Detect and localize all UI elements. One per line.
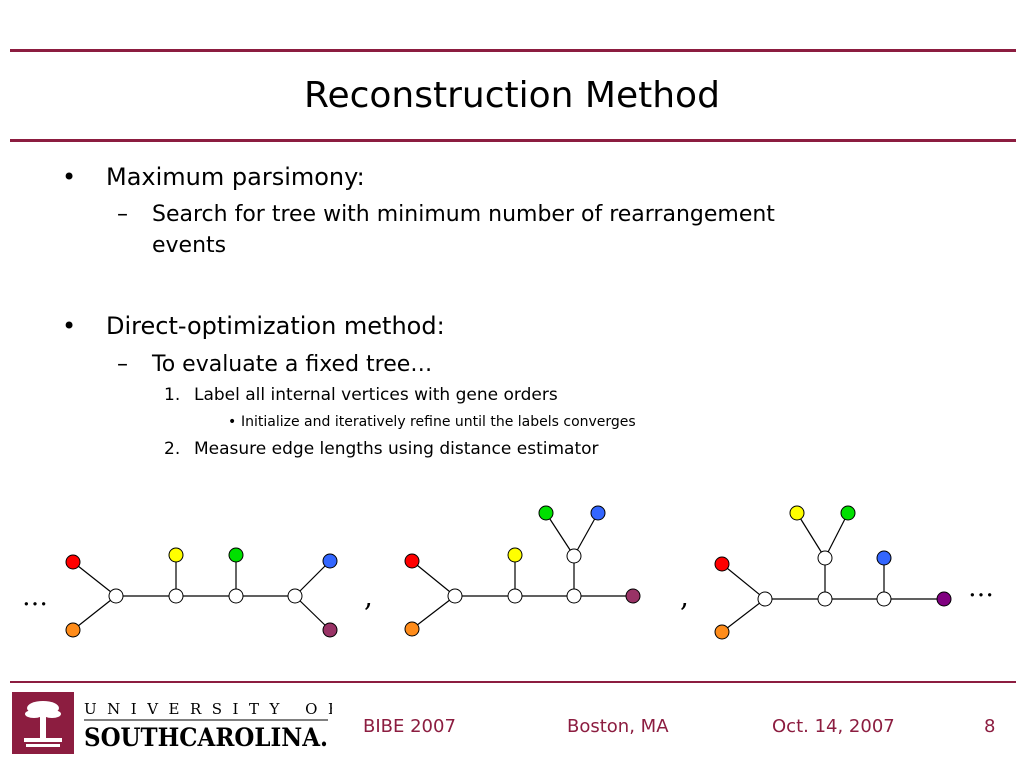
edge <box>721 598 766 633</box>
edge <box>824 512 849 559</box>
separator-comma-2: , <box>680 580 689 613</box>
step-measure-edges: Measure edge lengths using distance esti… <box>194 439 599 459</box>
title-rule <box>10 139 1016 142</box>
leaf-green <box>840 505 856 521</box>
nodes <box>65 505 952 640</box>
tree-diagram: … , , … <box>22 505 994 640</box>
edge <box>573 512 599 557</box>
palmetto-icon <box>24 701 62 747</box>
edge <box>294 595 331 631</box>
leaf-blue <box>590 505 606 521</box>
edge <box>411 595 456 630</box>
leaf-orange <box>404 621 420 637</box>
leaf-orange <box>714 624 730 640</box>
leaf-blue <box>876 550 892 566</box>
footer-conference: BIBE 2007 <box>363 716 456 737</box>
footer-rule <box>10 681 1016 683</box>
internal-node <box>566 588 582 604</box>
logo-south-carolina: SOUTHCAROLINA. <box>84 723 328 752</box>
leaf-red <box>714 556 730 572</box>
subbullet-marker: – <box>117 352 128 377</box>
ellipsis-left: … <box>22 582 48 612</box>
internal-node <box>817 591 833 607</box>
numbered-marker-2: 2. <box>164 439 181 459</box>
subbullet-marker: – <box>117 202 128 227</box>
internal-node <box>447 588 463 604</box>
leaf-blue <box>322 553 338 569</box>
internal-node <box>228 588 244 604</box>
logo-university-of: UNIVERSITY OF <box>84 700 332 718</box>
leaf-orange <box>65 622 81 638</box>
edge <box>545 512 575 557</box>
internal-node <box>108 588 124 604</box>
separator-comma-1: , <box>364 580 373 613</box>
leaf-purple <box>322 622 338 638</box>
internal-node <box>287 588 303 604</box>
slide-title: Reconstruction Method <box>304 75 720 116</box>
internal-node <box>757 591 773 607</box>
bullet-maximum-parsimony: Maximum parsimony: <box>106 163 365 191</box>
edge <box>796 512 826 559</box>
edge <box>294 560 331 597</box>
bullet-direct-optimization: Direct-optimization method: <box>106 312 445 340</box>
university-logo: UNIVERSITY OF SOUTHCAROLINA. <box>12 692 332 754</box>
edge <box>721 563 766 600</box>
bullet-marker: • <box>62 163 77 191</box>
subbullet-search-tree: Search for tree with minimum number of r… <box>152 202 775 227</box>
leaf-red <box>65 554 81 570</box>
ellipsis-right: … <box>968 573 994 603</box>
edge <box>72 595 117 631</box>
leaf-yellow <box>507 547 523 563</box>
internal-node <box>876 591 892 607</box>
footer-page-number: 8 <box>984 716 996 737</box>
edge <box>72 561 117 597</box>
footer-date: Oct. 14, 2007 <box>772 716 895 737</box>
step-label-vertices: Label all internal vertices with gene or… <box>194 385 558 405</box>
step-initialize-refine: Initialize and iteratively refine until … <box>241 414 636 430</box>
footer-location: Boston, MA <box>567 716 669 737</box>
subsubbullet-marker: • <box>228 414 237 430</box>
leaf-yellow <box>168 547 184 563</box>
subbullet-evaluate-tree: To evaluate a fixed tree… <box>152 352 433 377</box>
edges <box>72 512 944 633</box>
internal-node <box>817 550 833 566</box>
subbullet-search-tree-cont: events <box>152 233 227 258</box>
leaf-green <box>228 547 244 563</box>
internal-node <box>566 548 582 564</box>
leaf-red <box>404 553 420 569</box>
internal-node <box>507 588 523 604</box>
top-rule <box>10 49 1016 52</box>
leaf-green <box>538 505 554 521</box>
leaf-purple <box>625 588 641 604</box>
bullet-marker: • <box>62 312 77 340</box>
edge <box>411 560 456 597</box>
numbered-marker-1: 1. <box>164 385 181 405</box>
leaf-yellow <box>789 505 805 521</box>
leaf-violet <box>936 591 952 607</box>
internal-node <box>168 588 184 604</box>
